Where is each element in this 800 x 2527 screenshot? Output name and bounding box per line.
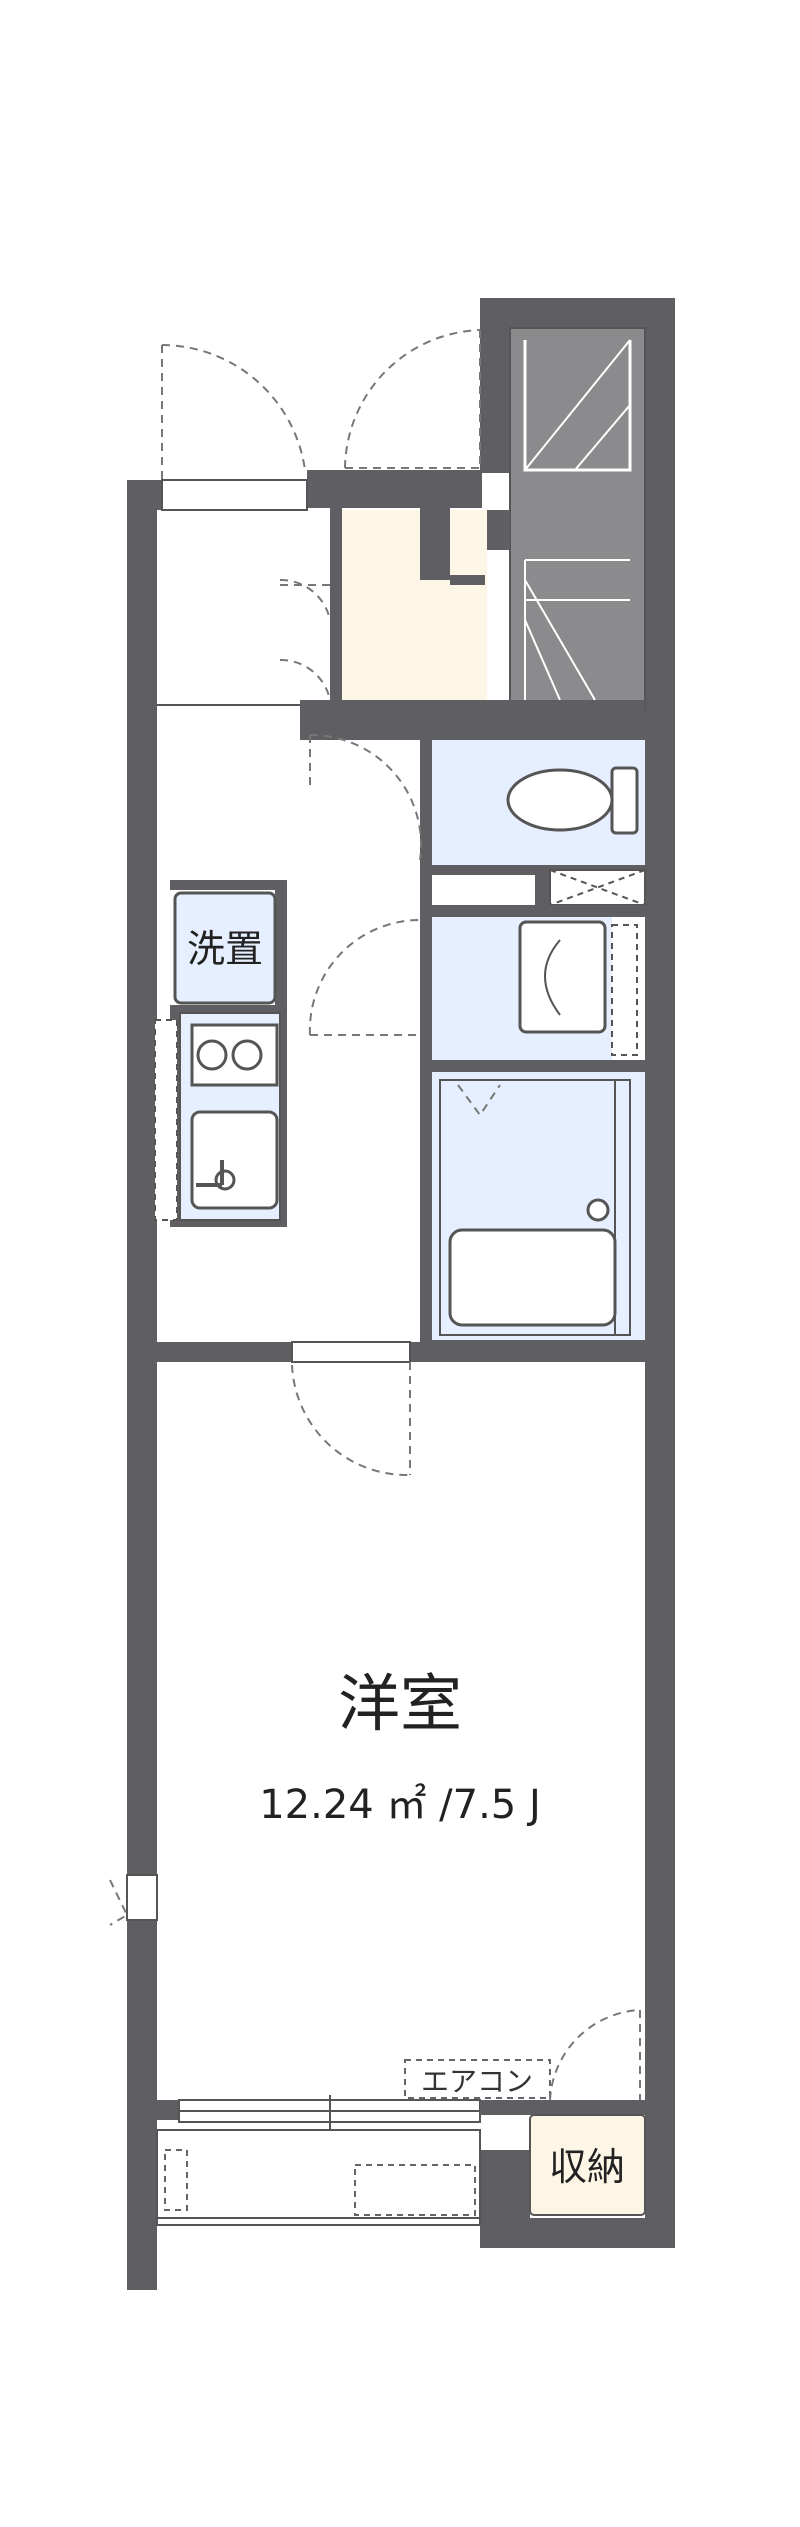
entrance-threshold bbox=[161, 479, 308, 511]
aircon-label: エアコン bbox=[421, 2065, 533, 2098]
washroom-door-swing[interactable] bbox=[308, 918, 421, 1036]
toilet-icon bbox=[506, 766, 639, 835]
closet-label: 収納 bbox=[549, 2145, 625, 2189]
small-storage bbox=[549, 869, 646, 906]
toilet-door-swing[interactable] bbox=[309, 733, 423, 861]
entrance-closet bbox=[330, 505, 487, 700]
sink-icon bbox=[190, 1110, 279, 1210]
room-closet bbox=[480, 2100, 646, 2216]
washbasin-icon bbox=[518, 920, 607, 1034]
aircon-unit bbox=[404, 2059, 551, 2099]
room-door-frame bbox=[291, 1341, 411, 1363]
stairs bbox=[509, 327, 646, 712]
balcony-window[interactable] bbox=[157, 2095, 481, 2130]
genkan-door-swing[interactable] bbox=[279, 578, 331, 701]
closet-door-swing[interactable] bbox=[549, 2009, 641, 2101]
main-room-name: 洋室 bbox=[338, 1667, 462, 1740]
washer-space-label: 洗置 bbox=[187, 927, 263, 971]
balcony bbox=[156, 2129, 481, 2226]
entrance-door-swing[interactable] bbox=[161, 344, 306, 480]
outer-walls bbox=[127, 298, 675, 2290]
main-room-area: 12.24 ㎡ /7.5 J bbox=[259, 1782, 541, 1828]
stair-door-swing[interactable] bbox=[344, 329, 481, 469]
room-door-swing[interactable] bbox=[291, 1362, 411, 1477]
side-window bbox=[109, 1874, 158, 1926]
stove-icon bbox=[190, 1023, 279, 1087]
bathtub-icon bbox=[448, 1084, 617, 1327]
washer-space bbox=[170, 880, 287, 1015]
